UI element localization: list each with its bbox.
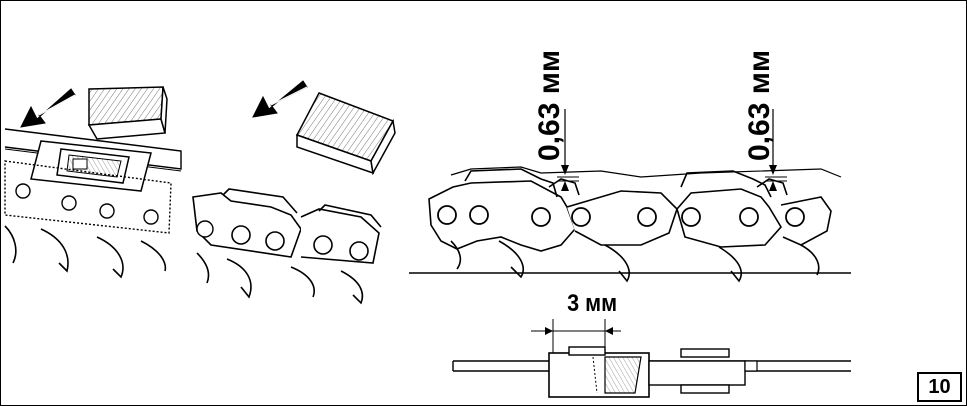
- arrow-down-left-icon: [252, 80, 308, 118]
- panel-depth-gauge-profile: 0,63 мм 0,63 мм: [409, 50, 851, 283]
- arrow-down-left-icon: [20, 88, 76, 128]
- dimension-marker-right: [765, 109, 787, 191]
- depth-gauge-label-left: 0,63 мм: [533, 50, 566, 161]
- depth-gauge-label-right: 0,63 мм: [743, 50, 776, 161]
- filing-gauge: [30, 140, 152, 192]
- chain-segment-middle: [192, 188, 382, 305]
- panel-file-on-chain-left: [4, 86, 182, 279]
- figure-number-badge: 10: [917, 372, 962, 402]
- chain-segment-left: [4, 160, 172, 279]
- panel-file-on-chain-middle: [192, 80, 396, 305]
- top-plate-spacing-label: 3 мм: [567, 289, 617, 316]
- flat-file: [87, 86, 168, 140]
- flat-file: [295, 92, 396, 176]
- panel-top-plate-spacing: 3 мм: [452, 289, 851, 398]
- dimension-marker-left: [557, 109, 579, 191]
